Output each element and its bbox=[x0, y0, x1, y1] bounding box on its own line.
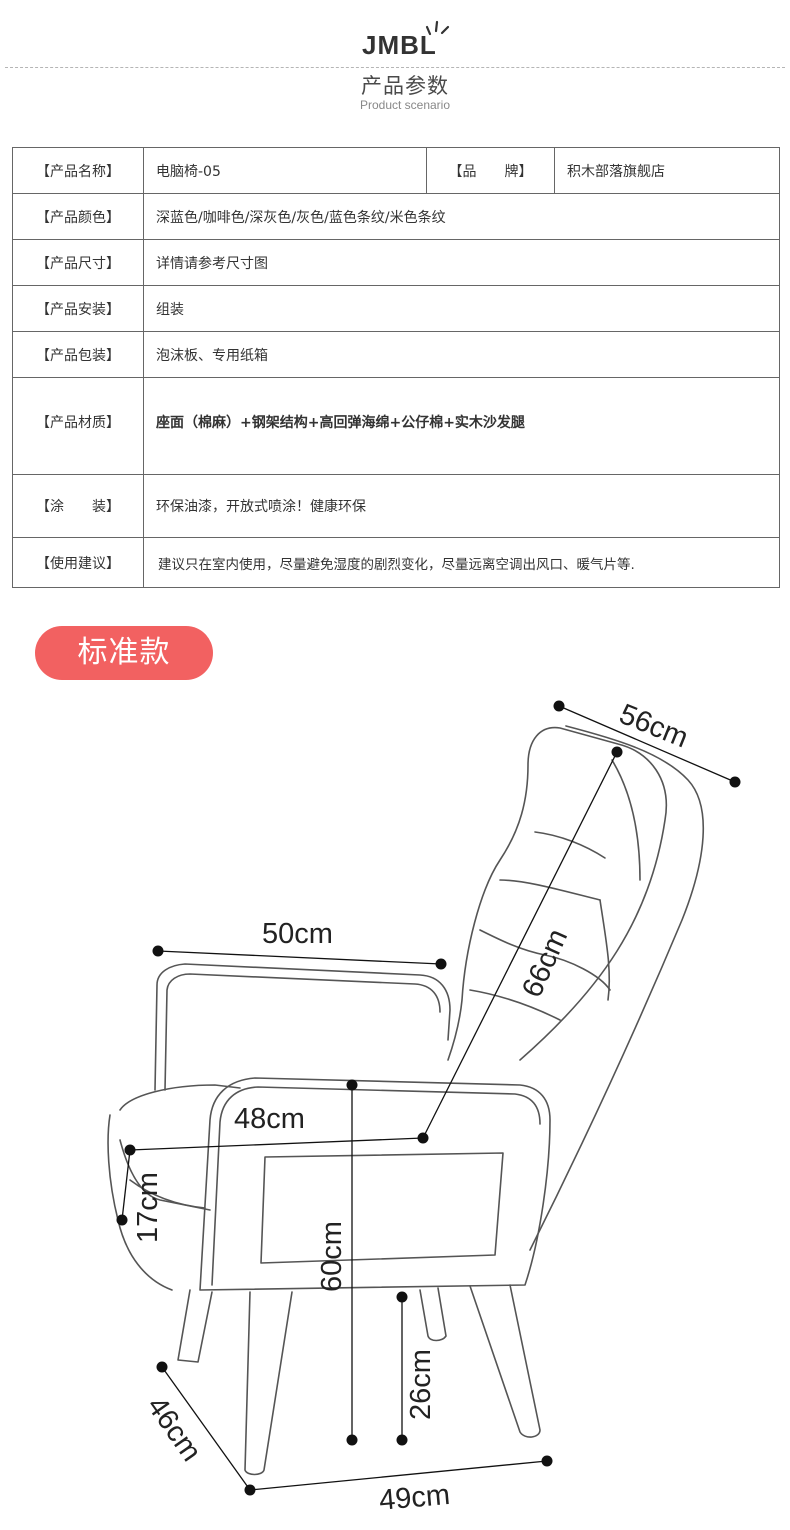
table-row: 【产品颜色】 深蓝色/咖啡色/深灰色/灰色/蓝色条纹/米色条纹 bbox=[12, 193, 780, 240]
dimension-arm-height: 17cm bbox=[132, 1172, 164, 1243]
spec-label: 【品 牌】 bbox=[426, 147, 555, 194]
spec-label: 【使用建议】 bbox=[12, 537, 144, 588]
dimension-base-width: 49cm bbox=[377, 1478, 452, 1517]
spec-label: 【产品安装】 bbox=[12, 285, 144, 332]
section-subtitle: Product scenario bbox=[359, 98, 451, 112]
spec-label: 【产品颜色】 bbox=[12, 193, 144, 240]
table-row: 【产品名称】 电脑椅-05 【品 牌】 积木部落旗舰店 bbox=[12, 147, 780, 194]
dimension-leg-height: 26cm bbox=[405, 1349, 437, 1420]
dimension-endpoints bbox=[116, 700, 741, 1496]
spec-label: 【产品名称】 bbox=[12, 147, 144, 194]
spec-label: 【产品尺寸】 bbox=[12, 239, 144, 286]
spec-table: 【产品名称】 电脑椅-05 【品 牌】 积木部落旗舰店 【产品颜色】 深蓝色/咖… bbox=[12, 147, 780, 588]
spec-value: 深蓝色/咖啡色/深灰色/灰色/蓝色条纹/米色条纹 bbox=[143, 193, 780, 240]
page-header: JMBL 产品参数 Product scenario bbox=[0, 0, 790, 120]
dimension-seat-width: 48cm bbox=[234, 1103, 305, 1135]
spec-value: 环保油漆，开放式喷涂！健康环保 bbox=[143, 474, 780, 538]
header-divider bbox=[5, 67, 785, 68]
dimension-seat-height: 60cm bbox=[316, 1221, 348, 1292]
spec-value: 组装 bbox=[143, 285, 780, 332]
variant-badge: 标准款 bbox=[35, 626, 213, 680]
table-row: 【产品材质】 座面（棉麻）+钢架结构+高回弹海绵+公仔棉+实木沙发腿 bbox=[12, 377, 780, 475]
section-title: 产品参数 bbox=[361, 74, 449, 98]
dimension-lines bbox=[121, 705, 736, 1491]
chair-outline bbox=[107, 725, 705, 1476]
spec-label: 【涂 装】 bbox=[12, 474, 144, 538]
table-row: 【产品包装】 泡沫板、专用纸箱 bbox=[12, 331, 780, 378]
table-row: 【产品尺寸】 详情请参考尺寸图 bbox=[12, 239, 780, 286]
dimension-arm-width: 50cm bbox=[262, 918, 333, 950]
brand-logo: JMBL bbox=[362, 30, 437, 60]
logo-spark-icon bbox=[425, 20, 450, 36]
spec-label: 【产品包装】 bbox=[12, 331, 144, 378]
spec-value: 建议只在室内使用，尽量避免湿度的剧烈变化，尽量远离空调出风口、暖气片等. bbox=[143, 537, 780, 588]
table-row: 【涂 装】 环保油漆，开放式喷涂！健康环保 bbox=[12, 474, 780, 538]
spec-value: 积木部落旗舰店 bbox=[554, 147, 780, 194]
spec-value: 座面（棉麻）+钢架结构+高回弹海绵+公仔棉+实木沙发腿 bbox=[143, 377, 780, 475]
table-row: 【使用建议】 建议只在室内使用，尽量避免湿度的剧烈变化，尽量远离空调出风口、暖气… bbox=[12, 537, 780, 588]
table-row: 【产品安装】 组装 bbox=[12, 285, 780, 332]
spec-value: 泡沫板、专用纸箱 bbox=[143, 331, 780, 378]
